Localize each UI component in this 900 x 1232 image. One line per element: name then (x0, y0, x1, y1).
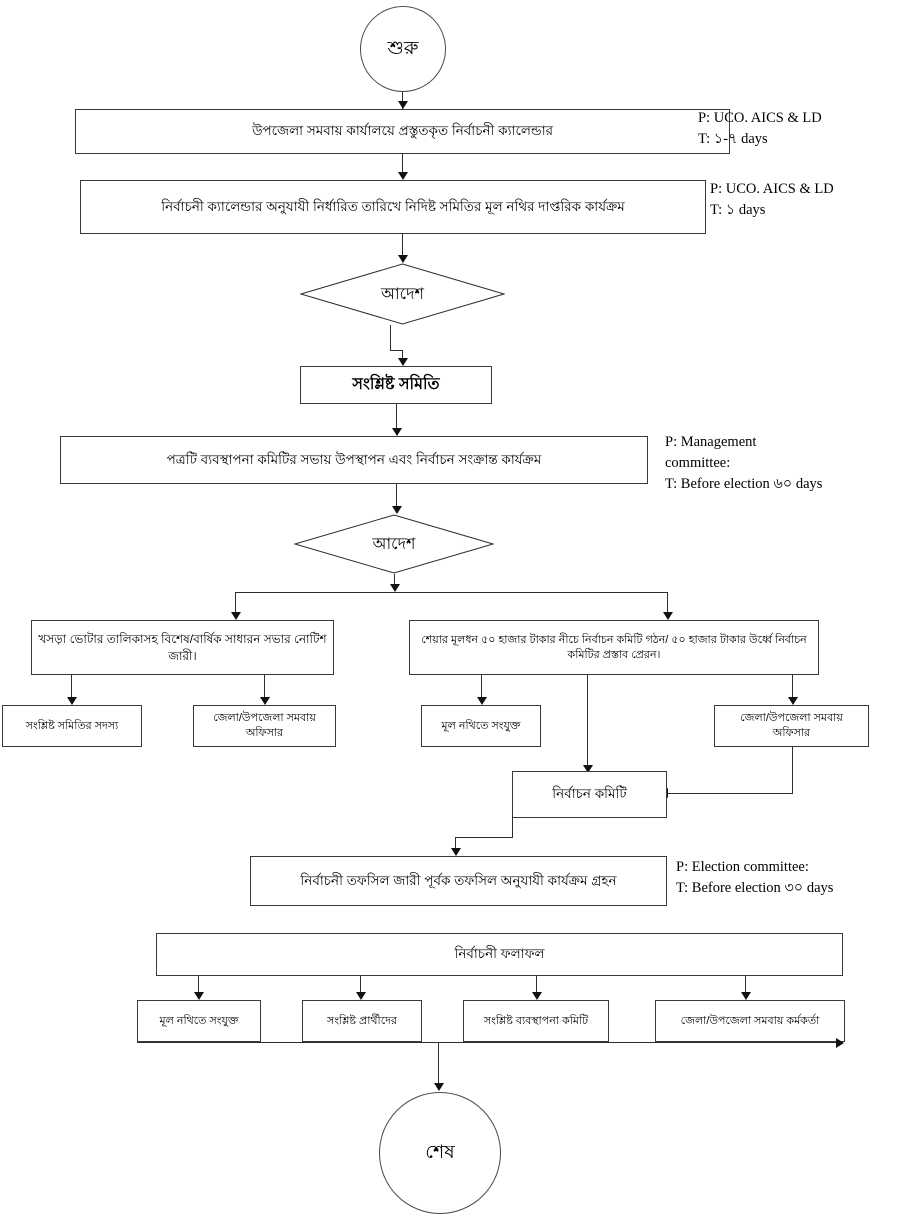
connector-split-left-drop (235, 592, 236, 618)
node-concerned-society-label: সংশ্লিষ্ট সমিতি (352, 376, 440, 394)
arrow-office-to-order1 (398, 255, 408, 263)
connector-split-bus (235, 592, 667, 593)
connector-share-to-attached (481, 675, 482, 703)
arrow-share-to-attached (477, 697, 487, 705)
annotation-management-committee: P: Management committee: T: Before elect… (665, 434, 823, 493)
end-terminator: শেষ (379, 1092, 501, 1214)
annotation-election-committee: P: Election committee: T: Before electio… (676, 859, 834, 897)
node-result-attached-file-label: মূল নথিতে সংযুক্ত (159, 1014, 239, 1027)
arrow-committee-to-schedule (451, 848, 461, 856)
node-agm-notice-label: খসড়া ভোটার তালিকাসহ বিশেষ/বার্ষিক সাধারন… (38, 632, 327, 663)
decision-order-1: আদেশ (300, 263, 505, 325)
connector-meeting-to-order2 (396, 484, 397, 513)
decision-order-2: আদেশ (294, 514, 494, 574)
connector-society-to-meeting (396, 404, 397, 435)
diamond-shape-icon (300, 263, 505, 325)
connector-order1-to-society (402, 350, 403, 361)
arrow-calendar-to-office (398, 172, 408, 180)
connector-share-to-officer-right (792, 675, 793, 703)
end-label: শেষ (425, 1142, 455, 1164)
connector-notice-to-members (71, 675, 72, 703)
arrow-notice-to-officer (260, 697, 270, 705)
connector-start-to-calendar (402, 92, 403, 109)
node-office-procedure-label: নির্বাচনী ক্যালেন্ডার অনুযাযী নির্ধারিত … (161, 198, 625, 214)
connector-committee-to-schedule (455, 837, 456, 852)
node-election-committee: নির্বাচন কমিটি (512, 771, 667, 818)
annotation-office-procedure: P: UCO. AICS & LD T: ১ days (710, 181, 834, 219)
connector-result-to-out1 (198, 976, 199, 997)
node-society-members-label: সংশ্লিষ্ট সমিতির সদস্য (25, 719, 119, 732)
node-result-candidates-label: সংশ্লিষ্ট প্রার্থীদের (327, 1014, 397, 1027)
start-terminator: শুরু (360, 6, 446, 92)
node-result-coop-officer-label: জেলা/উপজেলা সমবায় কর্মকর্তা (680, 1014, 820, 1027)
node-result-candidates: সংশ্লিষ্ট প্রার্থীদের (302, 1000, 422, 1042)
node-election-calendar-label: উপজেলা সমবায় কার্যালয়ে প্রস্তুতকৃত নির… (251, 123, 554, 139)
arrow-result-bus-end (836, 1038, 844, 1048)
node-concerned-society: সংশ্লিষ্ট সমিতি (300, 366, 492, 404)
connector-result-bottom-bus (137, 1042, 839, 1043)
node-result-management-committee: সংশ্লিষ্ট ব্যবস্থাপনা কমিটি (463, 1000, 609, 1042)
connector-order1-across (390, 350, 403, 351)
node-election-committee-label: নির্বাচন কমিটি (552, 786, 627, 802)
node-result-coop-officer: জেলা/উপজেলা সমবায় কর্মকর্তা (655, 1000, 845, 1042)
connector-share-to-committee (587, 675, 588, 770)
node-agm-notice: খসড়া ভোটার তালিকাসহ বিশেষ/বার্ষিক সাধারন… (31, 620, 334, 675)
connector-split-right-drop (667, 592, 668, 618)
connector-calendar-to-office (402, 154, 403, 177)
arrow-share-to-officer-right (788, 697, 798, 705)
arrow-result-to-out4 (741, 992, 751, 1000)
arrow-society-to-meeting (392, 428, 402, 436)
start-label: শুরু (387, 38, 419, 60)
connector-bus-to-end (438, 1042, 439, 1089)
decision-order-1-label: আদেশ (381, 285, 424, 303)
arrow-order2-down (390, 584, 400, 592)
arrow-result-to-out3 (532, 992, 542, 1000)
node-coop-officer-right: জেলা/উপজেলা সমবায় অফিসার (714, 705, 869, 747)
annotation-calendar: P: UCO. AICS & LD T: ১-৭ days (698, 110, 822, 148)
node-management-meeting: পত্রটি ব্যবস্থাপনা কমিটির সভায় উপস্থাপন… (60, 436, 648, 484)
connector-notice-to-officer (264, 675, 265, 703)
connector-committee-down (512, 815, 513, 837)
arrow-bus-to-end (434, 1083, 444, 1091)
node-office-procedure: নির্বাচনী ক্যালেন্ডার অনুযাযী নির্ধারিত … (80, 180, 706, 234)
connector-result-to-out3 (536, 976, 537, 997)
connector-officer-right-across (668, 793, 793, 794)
connector-result-to-out2 (360, 976, 361, 997)
node-result-management-committee-label: সংশ্লিষ্ট ব্যবস্থাপনা কমিটি (483, 1014, 589, 1027)
node-election-result: নির্বাচনী ফলাফল (156, 933, 843, 976)
node-election-schedule-label: নির্বাচনী তফসিল জারী পূর্বক তফসিল অনুযায… (300, 872, 617, 888)
arrow-order1-to-society (398, 358, 408, 366)
node-society-members: সংশ্লিষ্ট সমিতির সদস্য (2, 705, 142, 747)
node-management-meeting-label: পত্রটি ব্যবস্থাপনা কমিটির সভায় উপস্থাপন… (166, 451, 542, 467)
arrow-start-to-calendar (398, 101, 408, 109)
connector-office-to-order1 (402, 234, 403, 262)
arrow-result-to-out2 (356, 992, 366, 1000)
node-share-capital-rule: শেয়ার মূলধন ৫০ হাজার টাকার নীচে নির্বাচ… (409, 620, 819, 675)
connector-order1-down (390, 325, 391, 350)
node-coop-officer-left-label: জেলা/উপজেলা সমবায় অফিসার (213, 712, 316, 739)
connector-officer-right-down (792, 747, 793, 793)
diamond-shape-icon (294, 514, 494, 574)
decision-order-2-label: আদেশ (372, 535, 416, 553)
arrow-split-right (663, 612, 673, 620)
node-election-schedule: নির্বাচনী তফসিল জারী পূর্বক তফসিল অনুযায… (250, 856, 667, 906)
node-share-capital-rule-label: শেয়ার মূলধন ৫০ হাজার টাকার নীচে নির্বাচ… (421, 633, 807, 661)
arrow-meeting-to-order2 (392, 506, 402, 514)
arrow-share-to-committee (583, 765, 593, 773)
node-election-calendar: উপজেলা সমবায় কার্যালয়ে প্রস্তুতকৃত নির… (75, 109, 730, 154)
connector-order2-down (394, 574, 395, 591)
node-coop-officer-right-label: জেলা/উপজেলা সমবায় অফিসার (740, 712, 843, 739)
arrow-notice-to-members (67, 697, 77, 705)
arrow-split-left (231, 612, 241, 620)
node-result-attached-file: মূল নথিতে সংযুক্ত (137, 1000, 261, 1042)
arrow-result-to-out1 (194, 992, 204, 1000)
node-attached-main-file: মূল নথিতে সংযুক্ত (421, 705, 541, 747)
connector-committee-across (455, 837, 513, 838)
node-coop-officer-left: জেলা/উপজেলা সমবায় অফিসার (193, 705, 336, 747)
connector-result-to-out4 (745, 976, 746, 997)
node-election-result-label: নির্বাচনী ফলাফল (454, 946, 545, 962)
node-attached-main-file-label: মূল নথিতে সংযুক্ত (441, 719, 521, 732)
